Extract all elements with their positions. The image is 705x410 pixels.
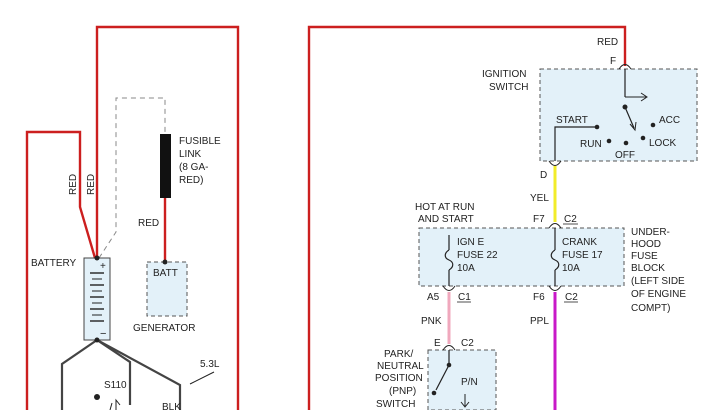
fusible-link-label-2: LINK bbox=[179, 149, 202, 160]
battery-label: BATTERY bbox=[31, 258, 77, 269]
ignition-switch-box bbox=[539, 68, 698, 162]
red-wire-main-loop bbox=[95, 25, 240, 410]
ign-contact-run bbox=[606, 138, 612, 144]
red-generator-label: RED bbox=[138, 218, 159, 229]
batt-label: BATT bbox=[153, 268, 178, 279]
pnp-pin-e-label: E bbox=[434, 338, 441, 349]
fuse-crank-label-2: FUSE 17 bbox=[562, 250, 603, 261]
red-v1-label: RED bbox=[68, 174, 79, 195]
ignition-pin-f-label: F bbox=[610, 56, 616, 67]
fuse-block-label-6: OF ENGINE bbox=[631, 289, 686, 300]
pin-f7-label: F7 bbox=[533, 214, 545, 225]
yel-label: YEL bbox=[530, 193, 549, 204]
red-v2-label: RED bbox=[86, 174, 97, 195]
battery-plus-sign: + bbox=[100, 261, 106, 272]
fuse-block-label-1: UNDER- bbox=[631, 227, 670, 238]
pnp-label-5: SWITCH bbox=[376, 399, 415, 410]
fuse-block-label-4: BLOCK bbox=[631, 263, 665, 274]
pnp-label-2: NEUTRAL bbox=[377, 361, 424, 372]
red-wire-ignition bbox=[307, 25, 627, 410]
ign-contact-acc bbox=[650, 122, 656, 128]
fuse-block-label-2: HOOD bbox=[631, 239, 661, 250]
blk-wire-ground-3 bbox=[96, 339, 182, 410]
fusible-link-label-3: (8 GA- bbox=[179, 162, 208, 173]
fuse-crank-label-3: 10A bbox=[562, 263, 580, 274]
fuse-ign-e-symbol bbox=[444, 249, 454, 271]
fusible-link bbox=[160, 134, 171, 198]
ign-pin-d-label: D bbox=[540, 170, 547, 181]
pnp-label-1: PARK/ bbox=[384, 349, 413, 360]
fuse-block-box bbox=[418, 227, 625, 287]
generator-label: GENERATOR bbox=[133, 323, 195, 334]
pnp-label-3: POSITION bbox=[375, 373, 423, 384]
pnp-pn-label: P/N bbox=[461, 377, 478, 388]
pnp-c2-label: C2 bbox=[461, 338, 474, 349]
hot-at-run-label-1: HOT AT RUN bbox=[415, 202, 474, 213]
ign-off-label: OFF bbox=[615, 150, 635, 161]
blk-wire-ground-2 bbox=[96, 339, 132, 405]
ign-acc-label: ACC bbox=[659, 115, 680, 126]
fuse-crank-symbol bbox=[550, 249, 560, 271]
red-wire-left-loop bbox=[25, 130, 97, 410]
splice-s110-label: S110 bbox=[104, 380, 127, 391]
ign-start-label: START bbox=[556, 115, 588, 126]
ign-contact-lock bbox=[640, 135, 646, 141]
fusible-link-label-4: RED) bbox=[179, 175, 203, 186]
splice-s110-dot bbox=[94, 394, 100, 400]
ignition-switch-label-1: IGNITION bbox=[482, 69, 526, 80]
ppl-label: PPL bbox=[530, 316, 549, 327]
ignition-switch-label-2: SWITCH bbox=[489, 82, 528, 93]
ign-contact-off bbox=[623, 140, 629, 146]
fuse-block-label-3: FUSE bbox=[631, 251, 658, 262]
engine-53-label: 5.3L bbox=[200, 359, 220, 370]
pnp-label-4: (PNP) bbox=[389, 386, 416, 397]
ign-lock-label: LOCK bbox=[649, 138, 677, 149]
blk-wire-ground bbox=[60, 339, 98, 410]
connector-c1-label: C1 bbox=[458, 292, 471, 303]
fuse-block-label-7: COMPT) bbox=[631, 303, 670, 314]
fuse-crank-label-1: CRANK bbox=[562, 237, 597, 248]
generator-box bbox=[146, 261, 188, 317]
fusible-link-label-1: FUSIBLE bbox=[179, 136, 221, 147]
fuse-ign-e-label-1: IGN E bbox=[457, 237, 485, 248]
pnk-label: PNK bbox=[421, 316, 442, 327]
connector-c2-bottom-label: C2 bbox=[565, 292, 578, 303]
hot-at-run-label-2: AND START bbox=[418, 214, 474, 225]
pnp-switch-box bbox=[427, 349, 497, 410]
red-top-label: RED bbox=[597, 37, 618, 48]
ign-run-label: RUN bbox=[580, 139, 602, 150]
pin-f6-label: F6 bbox=[533, 292, 545, 303]
fuse-block-label-5: (LEFT SIDE bbox=[631, 276, 685, 287]
battery bbox=[83, 255, 111, 343]
dashed-wire-fusible bbox=[98, 97, 166, 259]
connector-c2-top-label: C2 bbox=[564, 214, 577, 225]
pin-a5-label: A5 bbox=[427, 292, 440, 303]
battery-minus-sign: − bbox=[100, 328, 106, 340]
fuse-ign-e-label-3: 10A bbox=[457, 263, 475, 274]
blk-label: BLK bbox=[162, 402, 181, 410]
fuse-ign-e-label-2: FUSE 22 bbox=[457, 250, 498, 261]
